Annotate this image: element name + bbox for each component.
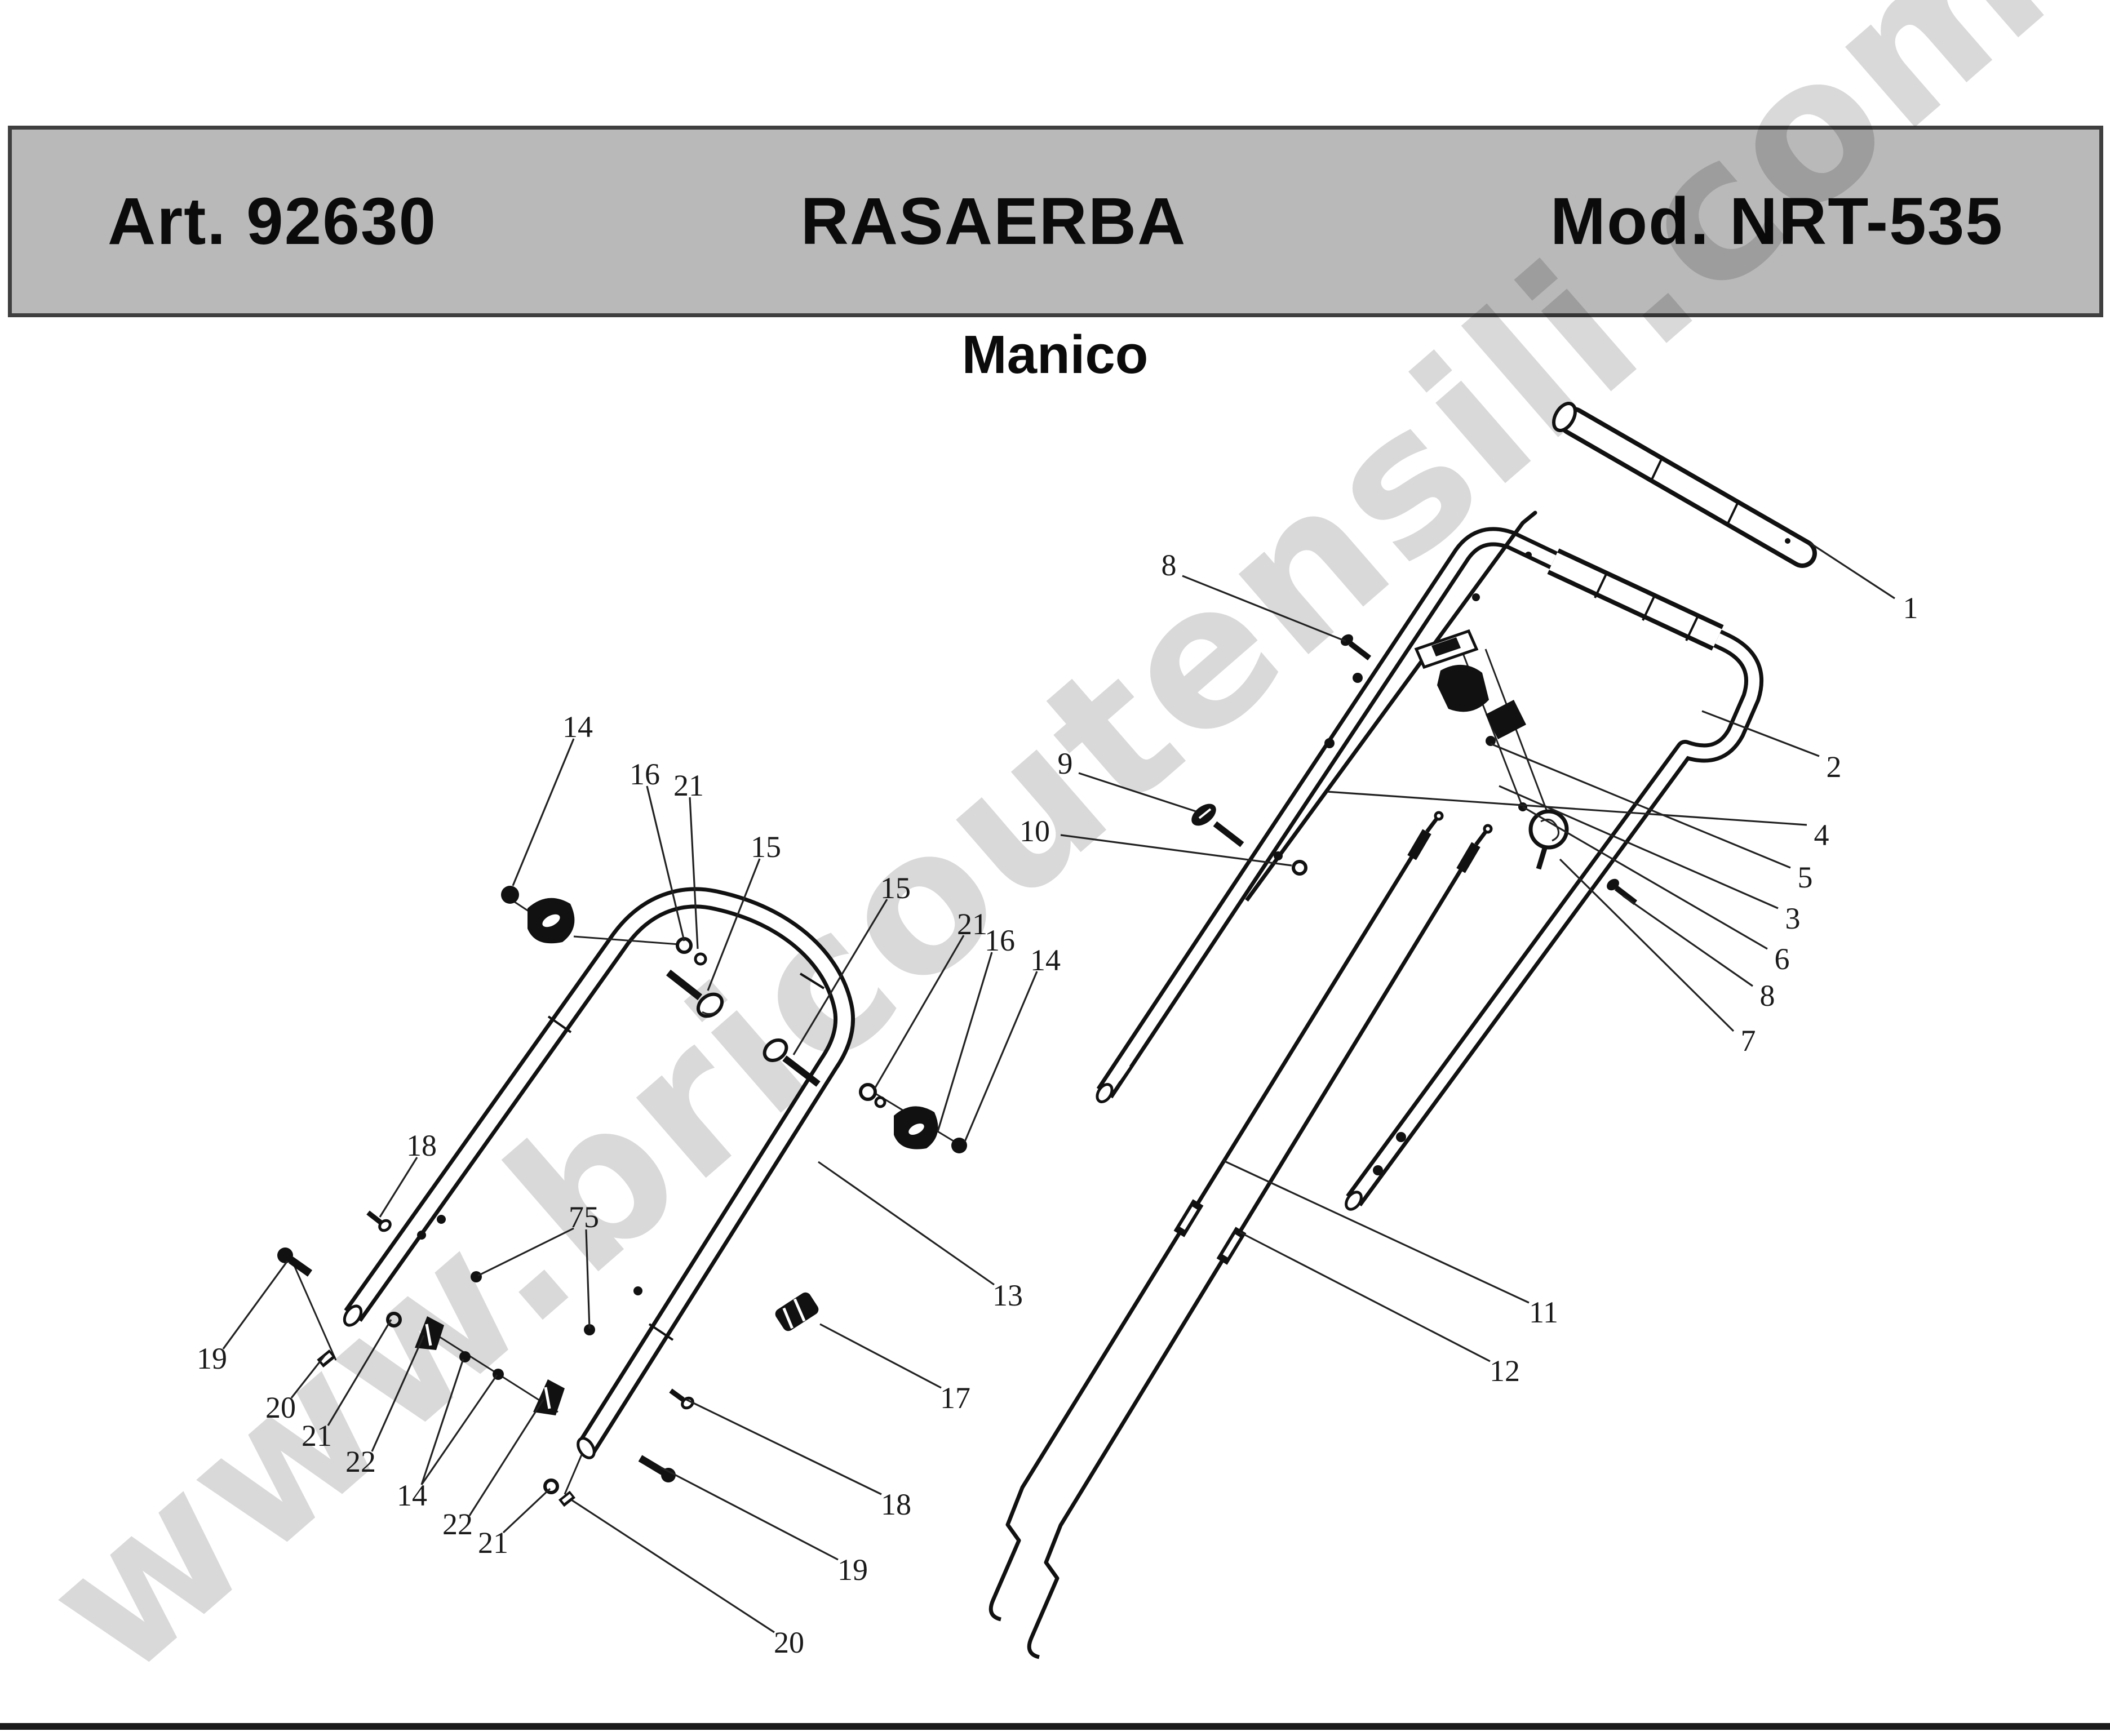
- part-bolt-8-lower: [1607, 878, 1638, 905]
- leader-line-22: [371, 1335, 425, 1452]
- footer-rule: [0, 1723, 2110, 1730]
- part-callout-13: 13: [992, 1278, 1023, 1312]
- part-callout-6: 6: [1775, 942, 1790, 976]
- part-callout-16: 16: [985, 924, 1015, 957]
- part-bolt-8-upper: [1341, 634, 1372, 660]
- part-callout-18: 18: [881, 1488, 911, 1521]
- title-bar: Art. 92630 RASAERBA Mod. NRT-535: [8, 126, 2103, 317]
- model-number: Mod. NRT-535: [1550, 184, 2003, 259]
- page-subtitle: Manico: [961, 325, 1149, 385]
- leader-line-6: [1522, 806, 1768, 950]
- leader-line-21: [689, 797, 699, 949]
- part-callout-11: 11: [1529, 1295, 1558, 1329]
- part-lower-handle-tube: [343, 887, 855, 1459]
- part-callout-22: 22: [442, 1507, 473, 1541]
- leader-line-75: [585, 1229, 591, 1329]
- leader-line-3: [1499, 785, 1779, 909]
- part-fasteners-left: [277, 1247, 595, 1415]
- part-callout-1: 1: [1903, 591, 1918, 625]
- part-callout-21: 21: [302, 1419, 332, 1453]
- leader-line-20: [290, 1355, 326, 1398]
- leader-line-12: [1239, 1231, 1491, 1362]
- part-carriage-bolt-left: [666, 969, 724, 1018]
- part-callout-15: 15: [751, 830, 781, 864]
- part-callout-17: 17: [940, 1381, 970, 1415]
- product-name: RASAERBA: [800, 184, 1187, 259]
- part-callout-16: 16: [630, 757, 660, 791]
- part-callout-21: 21: [957, 907, 987, 941]
- leader-line-8: [1623, 895, 1753, 987]
- part-screw-9: [1191, 803, 1244, 847]
- part-callout-12: 12: [1490, 1354, 1520, 1388]
- leader-line-15: [707, 858, 761, 991]
- leader-line-17: [819, 1323, 942, 1389]
- part-callout-8: 8: [1162, 548, 1177, 582]
- part-callout-19: 19: [837, 1553, 868, 1587]
- part-cable-12: [1027, 824, 1493, 1659]
- leader-line-5: [1490, 743, 1791, 869]
- part-callout-15: 15: [880, 871, 911, 905]
- part-nut-10: [1292, 860, 1307, 876]
- part-callout-22: 22: [345, 1445, 376, 1479]
- part-callout-3: 3: [1785, 902, 1801, 935]
- leader-line-10: [1060, 834, 1292, 867]
- leader-line-8: [1182, 575, 1346, 642]
- part-callout-7: 7: [1741, 1024, 1756, 1058]
- leader-line-19: [222, 1260, 289, 1349]
- part-callout-2: 2: [1827, 750, 1842, 784]
- part-knob-lower: [859, 1083, 967, 1153]
- article-number: Art. 92630: [108, 184, 437, 259]
- part-callout-20: 20: [774, 1626, 804, 1659]
- leader-line-19: [660, 1466, 839, 1561]
- leader-line-14: [420, 1374, 498, 1485]
- part-callout-21: 21: [478, 1526, 508, 1560]
- part-upper-grip: [1552, 402, 1817, 568]
- part-callout-19: 19: [197, 1342, 227, 1375]
- leader-line-13: [818, 1161, 995, 1286]
- leader-line-4: [1327, 791, 1807, 826]
- leader-line-14: [420, 1358, 464, 1485]
- leader-line-21: [502, 1488, 551, 1534]
- part-brake-rod: [1245, 510, 1537, 902]
- callout-layer: 1245368789101112131718192021221422212019…: [197, 542, 1918, 1659]
- part-callout-20: 20: [265, 1391, 296, 1424]
- leader-line-7: [1559, 858, 1735, 1032]
- part-grip-block: [775, 1292, 819, 1331]
- part-screw-18: [366, 1210, 392, 1232]
- part-cable-11: [988, 811, 1444, 1622]
- part-callout-8: 8: [1760, 979, 1775, 1013]
- leader-line-9: [1078, 772, 1196, 812]
- part-callout-75: 75: [569, 1200, 599, 1234]
- part-callout-14: 14: [1030, 943, 1061, 977]
- leader-line-21: [874, 935, 965, 1089]
- leader-line-15: [792, 899, 888, 1055]
- part-callout-10: 10: [1019, 814, 1050, 848]
- part-lever-cluster: [1414, 629, 1569, 870]
- leader-line-16: [646, 785, 685, 942]
- part-callout-21: 21: [673, 769, 704, 802]
- part-carriage-bolt-right: [763, 1038, 821, 1087]
- part-callout-14: 14: [397, 1479, 427, 1512]
- part-callout-9: 9: [1058, 747, 1073, 780]
- part-callout-5: 5: [1798, 860, 1813, 894]
- part-knob-upper: [501, 886, 707, 966]
- leader-line-11: [1223, 1160, 1530, 1304]
- leader-line-22: [468, 1399, 544, 1516]
- leader-line-16: [937, 952, 993, 1132]
- leader-line-21: [327, 1319, 392, 1426]
- part-callout-14: 14: [562, 710, 593, 744]
- part-upper-handle-loop: [1096, 527, 1764, 1211]
- leader-line-20: [571, 1499, 775, 1633]
- part-callout-18: 18: [406, 1129, 437, 1162]
- leader-line-75: [477, 1227, 574, 1277]
- part-callout-4: 4: [1814, 818, 1829, 852]
- leader-line-2: [1701, 710, 1820, 757]
- leader-line-14: [964, 971, 1038, 1142]
- leader-line-1: [1810, 542, 1895, 600]
- leader-line-18: [686, 1398, 882, 1495]
- leader-line-18: [379, 1157, 418, 1218]
- leader-line-14: [512, 738, 575, 886]
